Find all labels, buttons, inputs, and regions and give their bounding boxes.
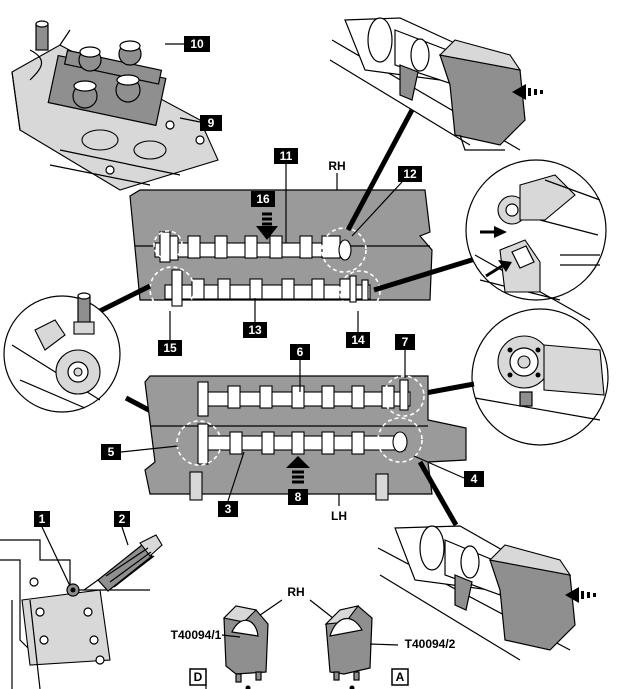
callout-3: 3 (218, 501, 238, 517)
lh-lower-camshaft-lobes (229, 431, 365, 455)
callout-6: 6 (290, 344, 310, 360)
callout-9: 9 (200, 115, 222, 131)
svg-text:9: 9 (208, 116, 215, 130)
tool-t40094-1 (222, 605, 269, 683)
tool-label-right: T40094/2 (405, 637, 456, 651)
callout-15: 15 (158, 340, 182, 356)
lh-upper-camshaft-lobes (227, 385, 395, 409)
arrow-dashed-down-icon (256, 212, 278, 240)
svg-text:1: 1 (39, 512, 46, 526)
camshaft-clamp-tool-view (11, 20, 219, 191)
arrow-dashed-left-icon (512, 84, 543, 100)
rh-circle-exhaust-end (321, 227, 367, 273)
leader-to-closeup-bottom (417, 460, 459, 527)
svg-text:A: A (396, 670, 405, 684)
reference-dot-right (349, 685, 355, 689)
svg-text:3: 3 (225, 502, 232, 516)
leader-to-sprocket-view (96, 283, 152, 315)
callout-12: 12 (398, 166, 422, 182)
camshaft-closeup-top (329, 17, 543, 151)
reference-d-marker: D (189, 668, 207, 686)
reference-dot-left (245, 685, 251, 689)
svg-text:8: 8 (295, 490, 302, 504)
crankcase-pin-view (0, 534, 163, 689)
svg-text:5: 5 (108, 445, 115, 459)
svg-text:11: 11 (280, 149, 293, 163)
svg-text:10: 10 (190, 37, 204, 51)
arrow-dashed-left-icon-bottom (565, 587, 596, 603)
lh-circle-intake-end (377, 417, 423, 463)
lh-circle-sprocket (176, 420, 222, 466)
rh-circle-intake-end (339, 270, 381, 312)
rh-cylinder-head (129, 189, 433, 312)
svg-text:15: 15 (163, 341, 177, 355)
callout-2: 2 (114, 511, 130, 527)
rh-circle-sprocket-top (153, 230, 183, 260)
camshaft-end-circle (471, 308, 609, 446)
locking-pin-tool (83, 534, 163, 592)
svg-text:2: 2 (119, 512, 126, 526)
callout-1: 1 (34, 511, 50, 527)
rh-upper-camshaft-lobes (169, 235, 341, 261)
callout-11: 11 (274, 148, 298, 164)
leader-to-crank-view (373, 252, 489, 293)
callout-16: 16 (251, 191, 275, 207)
rh-circle-sprocket (149, 266, 195, 312)
svg-text:D: D (194, 670, 203, 684)
callout-14: 14 (346, 332, 370, 348)
rh-head-label: RH (328, 159, 345, 173)
svg-text:6: 6 (297, 345, 304, 359)
callout-4: 4 (464, 471, 484, 487)
svg-text:12: 12 (403, 167, 417, 181)
lh-circle-camshaft-end (383, 375, 425, 417)
callout-10: 10 (184, 36, 210, 52)
rh-tools-label: RH (287, 585, 304, 599)
arrow-up-right-icon (485, 260, 512, 278)
leader-to-closeup-top (345, 108, 415, 232)
arrow-dashed-up-icon (286, 456, 310, 484)
camshaft-closeup-bottom (377, 525, 596, 661)
tool-t40094-2 (324, 605, 373, 681)
reference-a-marker: A (391, 668, 409, 686)
rh-lower-camshaft-lobes (191, 278, 353, 300)
svg-text:14: 14 (351, 333, 365, 347)
callout-7: 7 (395, 334, 415, 350)
callout-13: 13 (243, 322, 267, 338)
callout-8: 8 (288, 489, 308, 505)
svg-text:16: 16 (256, 192, 270, 206)
svg-text:7: 7 (402, 335, 409, 349)
crank-locking-pin-circle (465, 159, 607, 321)
sprocket-locking-circle (3, 292, 121, 413)
callout-5: 5 (101, 444, 121, 460)
arrow-right-icon (480, 226, 507, 238)
lh-cylinder-head (144, 375, 467, 501)
svg-text:13: 13 (248, 323, 262, 337)
svg-text:4: 4 (471, 472, 478, 486)
leader-to-camshaft-end (419, 381, 475, 397)
tool-label-left: T40094/1 (171, 628, 222, 642)
lh-head-label: LH (331, 509, 347, 523)
